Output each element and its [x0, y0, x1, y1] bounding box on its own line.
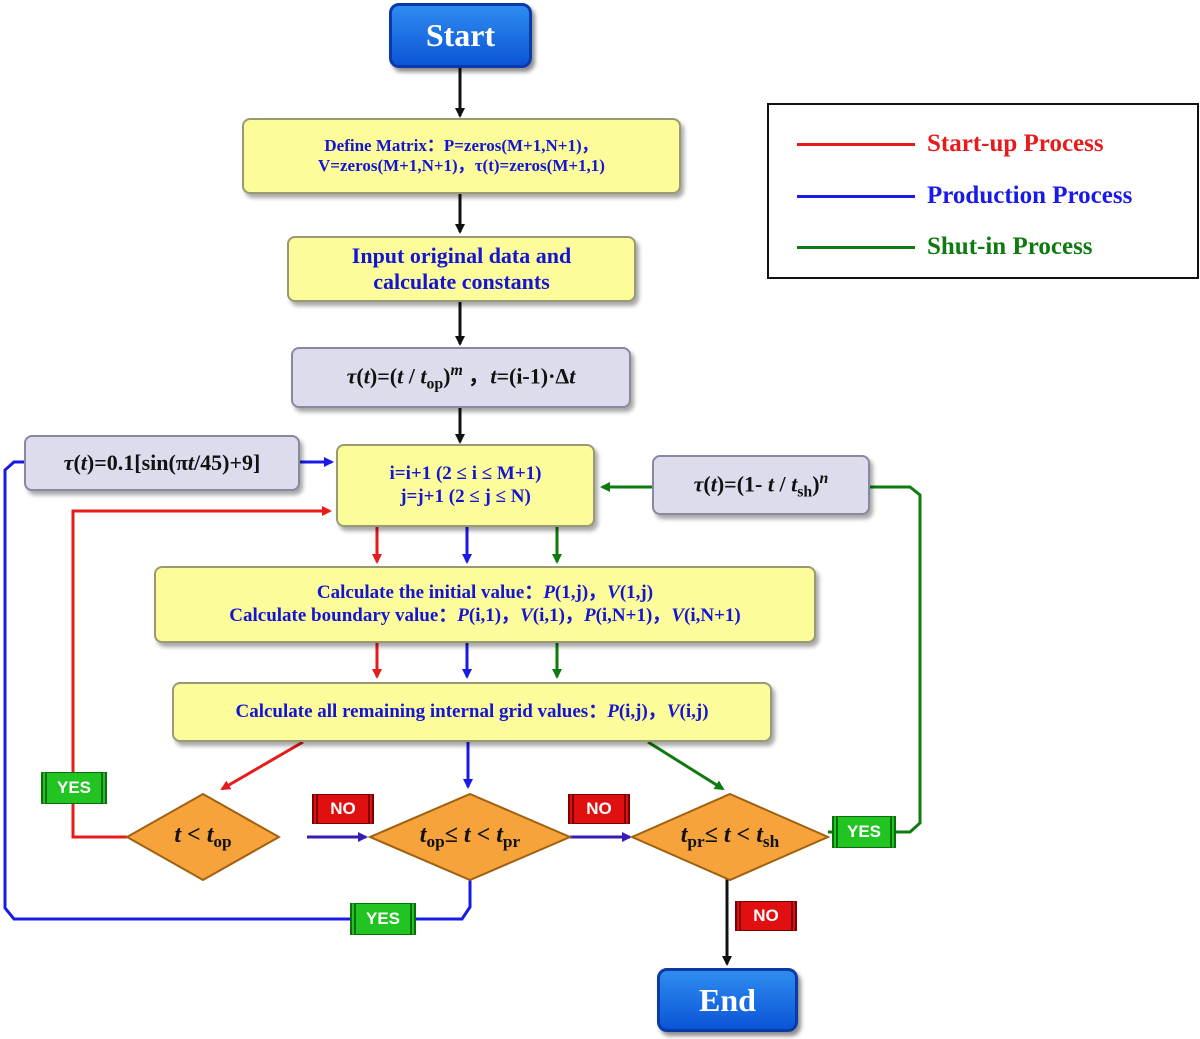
- legend-item-shutin: Shut-in Process: [797, 232, 1093, 262]
- input-data-line-1: Input original data and: [351, 242, 572, 268]
- startup-formula-text: τ(t)=(t / top)m ，t=(i-1)·Δt: [346, 362, 576, 393]
- arrow-red-internal-to-decision1: [220, 740, 304, 791]
- internal-grid-text: Calculate all remaining internal grid va…: [235, 700, 709, 722]
- arrow-red-yes-loop: [71, 506, 332, 839]
- yes-tag-startup: YES: [41, 772, 107, 804]
- start-label: Start: [425, 17, 496, 53]
- legend-line-shutin: [797, 245, 915, 249]
- input-data-box: Input original data and calculate consta…: [287, 236, 636, 302]
- startup-formula-box: τ(t)=(t / top)m ，t=(i-1)·Δt: [291, 347, 631, 408]
- production-formula-text: τ(t)=0.1[sin(πt/45)+9]: [63, 449, 261, 475]
- decision-shape-3: [629, 792, 831, 882]
- start-terminal: Start: [389, 3, 532, 68]
- shutin-formula-box: τ(t)=(1- t / tsh)n: [652, 455, 870, 515]
- decision-3-label: tpr≤ t < tsh: [680, 821, 780, 852]
- legend-line-startup: [797, 142, 915, 146]
- decision-2-label: top≤ t < tpr: [419, 821, 521, 852]
- define-matrix-line-1: Define Matrix：P=zeros(M+1,N+1)，: [324, 135, 599, 155]
- arrow-blue-yes-loop: [3, 460, 472, 921]
- decision-shape-1: [124, 792, 282, 882]
- arrow-green-yes-loop: [828, 485, 922, 834]
- initial-boundary-box: Calculate the initial value：P(1,j)，V(1,j…: [154, 566, 816, 643]
- decision-shape-2: [367, 792, 573, 882]
- legend-line-production: [797, 194, 915, 198]
- shutin-formula-text: τ(t)=(1- t / tsh)n: [693, 469, 829, 501]
- define-matrix-box: Define Matrix：P=zeros(M+1,N+1)， V=zeros(…: [242, 118, 681, 194]
- production-formula-box: τ(t)=0.1[sin(πt/45)+9]: [24, 435, 300, 491]
- no-tag-decision-1: NO: [312, 794, 374, 824]
- legend-label-startup: Start-up Process: [927, 130, 1104, 157]
- legend-box: Start-up Process Production Process Shut…: [767, 103, 1199, 279]
- loop-index-line-1: i=i+1 (2 ≤ i ≤ M+1): [389, 462, 542, 484]
- legend-item-production: Production Process: [797, 181, 1132, 211]
- define-matrix-line-2: V=zeros(M+1,N+1)，τ(t)=zeros(M+1,1): [318, 156, 605, 175]
- boundary-value-line: Calculate boundary value：P(i,1)，V(i,1)，P…: [229, 604, 741, 626]
- arrow-green-internal-to-decision3: [647, 740, 725, 791]
- input-data-line-2: calculate constants: [373, 269, 550, 294]
- legend-label-shutin: Shut-in Process: [927, 233, 1093, 260]
- loop-index-line-2: j=j+1 (2 ≤ j ≤ N): [400, 485, 531, 507]
- decision-1-label: t < top: [174, 821, 232, 852]
- legend-label-production: Production Process: [927, 182, 1133, 209]
- no-tag-decision-2: NO: [568, 794, 630, 824]
- yes-tag-production: YES: [350, 903, 416, 935]
- internal-grid-box: Calculate all remaining internal grid va…: [172, 682, 772, 742]
- end-terminal: End: [657, 968, 798, 1032]
- initial-value-line: Calculate the initial value：P(1,j)，V(1,j…: [316, 581, 654, 603]
- no-tag-decision-3: NO: [735, 901, 797, 931]
- loop-index-box: i=i+1 (2 ≤ i ≤ M+1) j=j+1 (2 ≤ j ≤ N): [336, 444, 595, 527]
- yes-tag-shutin: YES: [832, 816, 896, 848]
- end-label: End: [699, 981, 756, 1018]
- legend-item-startup: Start-up Process: [797, 129, 1104, 159]
